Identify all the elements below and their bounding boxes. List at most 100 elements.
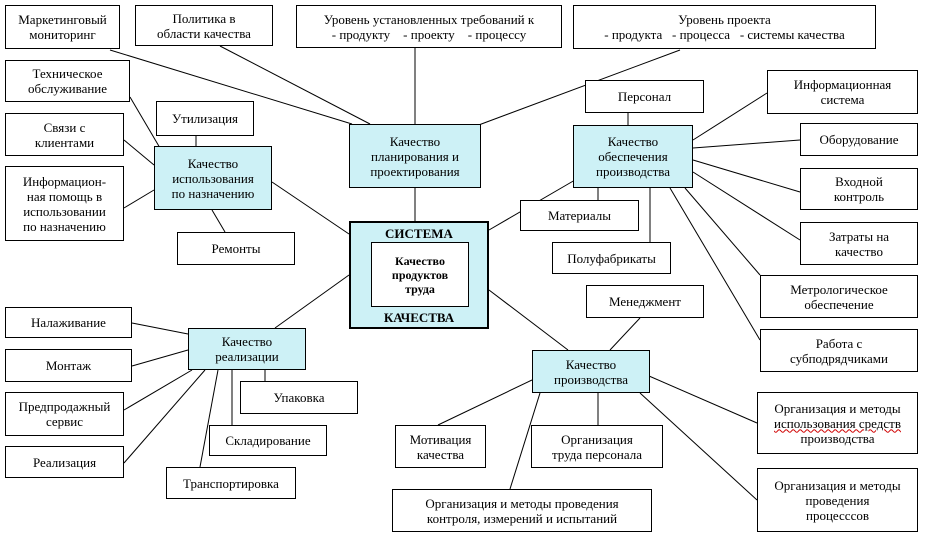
labor-organization-box: Организация труда персонала	[531, 425, 663, 468]
edge-costs-supply	[692, 171, 801, 241]
center-title-top: СИСТЕМА	[385, 226, 453, 241]
client-relations-box: Связи с клиентами	[5, 113, 124, 156]
text-line: Качество	[395, 253, 445, 268]
text-line: контроль	[833, 189, 885, 204]
text-line: Связи с	[43, 119, 86, 135]
center-title-bottom: КАЧЕСТВА	[383, 310, 455, 325]
info-system-box: Информационная система	[767, 70, 918, 114]
text-line: Ремонты	[211, 241, 261, 256]
text-line: контроля, измерений и испытаний	[426, 510, 618, 526]
edge-project-planning	[475, 49, 681, 127]
text-line: качества	[416, 446, 465, 462]
production-quality-hub: Качество производства	[532, 350, 650, 393]
edge-management-production	[609, 317, 641, 351]
edge-center-usage	[271, 181, 350, 235]
edge-adjustment-realization	[131, 322, 189, 335]
quality-costs-box: Затраты на качество	[800, 222, 918, 265]
text-line: клиентами	[34, 134, 95, 150]
text-line: - продукта - процесса - системы качества	[604, 27, 845, 42]
process-methods-box: Организация и методы проведения процессс…	[757, 468, 918, 532]
text-line: обеспечения	[598, 149, 668, 164]
text-line: производства	[800, 430, 875, 446]
text-line: планирования и	[371, 148, 459, 164]
equipment-box: Оборудование	[800, 123, 918, 156]
text-line: Качество	[221, 334, 273, 349]
text-line: процесссов	[806, 507, 869, 523]
production-tools-methods-box: Организация и методы использования средс…	[757, 392, 918, 454]
text-line: использования средств	[774, 415, 901, 431]
text-line: продуктов	[391, 267, 449, 282]
personnel-box: Персонал	[585, 80, 704, 113]
marketing-monitoring-box: Маркетинговый мониторинг	[5, 5, 120, 49]
labor-product-quality-box: Качество продуктов труда	[371, 242, 469, 307]
text-line: области качества	[157, 25, 251, 41]
text-line: Информацион-	[22, 173, 107, 189]
text-line: Складирование	[225, 433, 311, 448]
text-line: по назначению	[23, 218, 106, 234]
text-line: Монтаж	[45, 358, 92, 373]
text-line: обслуживание	[27, 81, 108, 96]
text-line: труда персонала	[551, 446, 643, 462]
edge-center-production	[488, 289, 569, 351]
edge-inputcontrol-supply	[692, 159, 801, 193]
text-line: Организация и методы	[774, 477, 901, 493]
input-control-box: Входной контроль	[800, 168, 918, 210]
edge-marketing-planning	[109, 49, 353, 125]
text-line: обеспечение	[804, 296, 874, 312]
edge-equipment-supply	[692, 139, 801, 149]
text-line: Упаковка	[273, 390, 325, 405]
text-line: производства	[553, 371, 629, 387]
text-line: качество	[834, 243, 883, 259]
text-line: Организация и методы	[774, 400, 901, 416]
project-level-box: Уровень проекта - продукта - процесса - …	[573, 5, 876, 49]
text-line: Качество	[565, 356, 617, 372]
edge-repairs-usage	[211, 209, 226, 233]
text-line: использования	[172, 170, 254, 186]
text-line: Организация и методы проведения	[425, 495, 619, 511]
mounting-box: Монтаж	[5, 349, 132, 382]
text-line: Метрологическое	[790, 281, 888, 297]
text-line: Качество	[389, 133, 441, 149]
edge-infosystem-supply	[692, 92, 768, 141]
edge-motivation-production	[437, 379, 533, 426]
text-line: проведения	[805, 492, 870, 508]
text-line: Мотивация	[409, 431, 472, 447]
quality-policy-box: Политика в области качества	[135, 5, 273, 46]
text-line: Материалы	[547, 208, 611, 223]
text-line: Информационная	[793, 77, 892, 92]
management-box: Менеджмент	[586, 285, 704, 318]
edge-transport-realization	[199, 369, 219, 468]
storage-box: Складирование	[209, 425, 327, 456]
text-line: Качество	[607, 134, 659, 149]
disposal-box: Утилизация	[156, 101, 254, 136]
edge-processmethods-production	[639, 392, 758, 501]
text-line: Уровень проекта	[678, 12, 771, 27]
text-line: Качество	[187, 155, 239, 171]
edge-mounting-realization	[131, 349, 189, 367]
edge-presale-realization	[123, 369, 193, 411]
materials-box: Материалы	[520, 200, 639, 231]
text-line: Полуфабрикаты	[567, 250, 656, 266]
adjustment-box: Налаживание	[5, 307, 132, 338]
edge-sales-realization	[123, 369, 206, 464]
text-line: Налаживание	[31, 315, 106, 330]
metrology-box: Метрологическое обеспечение	[760, 275, 918, 318]
info-help-box: Информацион- ная помощь в использовании …	[5, 166, 124, 241]
sales-box: Реализация	[5, 446, 124, 478]
planning-quality-hub: Качество планирования и проектирования	[349, 124, 481, 188]
text-line: по назначению	[171, 185, 255, 201]
maintenance-box: Техническое обслуживание	[5, 60, 130, 102]
packaging-box: Упаковка	[240, 381, 358, 414]
quality-motivation-box: Мотивация качества	[395, 425, 486, 468]
presale-service-box: Предпродажный сервис	[5, 392, 124, 436]
text-line: Техническое	[32, 66, 103, 81]
realization-quality-hub: Качество реализации	[188, 328, 306, 370]
edge-maintenance-usage	[129, 96, 161, 149]
text-line: Менеджмент	[609, 294, 681, 309]
text-line: Персонал	[617, 89, 672, 104]
text-line: Транспортировка	[183, 475, 279, 491]
edge-clients-usage	[123, 139, 155, 166]
text-line: субподрядчиками	[790, 350, 888, 366]
requirements-level-box: Уровень установленных требований к - про…	[296, 5, 562, 48]
